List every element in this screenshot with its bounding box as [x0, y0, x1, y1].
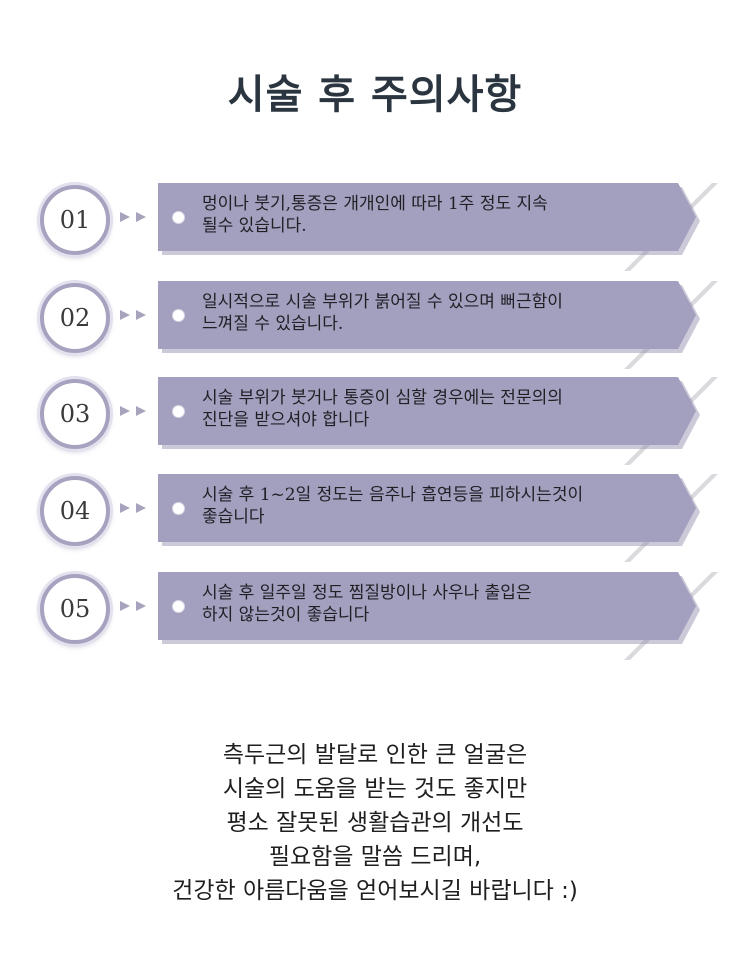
- circle-bullet-icon: [172, 211, 185, 224]
- notice-text-line-1: 시술 후 일주일 정도 찜질방이나 사우나 출입은: [202, 583, 532, 603]
- circle-bullet-icon: [172, 600, 185, 613]
- circle-bullet-icon: [172, 405, 185, 418]
- circle-bullet-icon: [172, 309, 185, 322]
- double-chevron-right-icon: [120, 212, 146, 222]
- notice-bar: 멍이나 붓기,통증은 개개인에 따라 1주 정도 지속 될수 있습니다.: [158, 183, 718, 271]
- item-number-badge: 01: [40, 185, 110, 255]
- notice-item-04: 04 시술 후 1~2일 정도는 음주나 흡연등을 피하시는것이 좋습니다: [0, 474, 750, 562]
- closing-line-2: 시술의 도움을 받는 것도 좋지만: [222, 776, 528, 802]
- notice-item-03: 03 시술 부위가 붓거나 통증이 심할 경우에는 전문의의 진단을 받으셔야 …: [0, 377, 750, 465]
- closing-line-3: 평소 잘못된 생활습관의 개선도: [226, 810, 524, 836]
- closing-line-4: 필요함을 말씀 드리며,: [268, 844, 482, 870]
- double-chevron-right-icon: [120, 503, 146, 513]
- notice-text: 시술 후 일주일 정도 찜질방이나 사우나 출입은 하지 않는것이 좋습니다: [202, 582, 682, 626]
- notice-text: 시술 부위가 붓거나 통증이 심할 경우에는 전문의의 진단을 받으셔야 합니다: [202, 387, 682, 431]
- closing-line-5: 건강한 아름다움을 얻어보시길 바랍니다 :): [172, 878, 578, 904]
- item-number-badge: 02: [40, 283, 110, 353]
- notice-text-line-2: 될수 있습니다.: [202, 216, 307, 236]
- circle-bullet-icon: [172, 502, 185, 515]
- notice-bar: 시술 부위가 붓거나 통증이 심할 경우에는 전문의의 진단을 받으셔야 합니다: [158, 377, 718, 465]
- notice-text-line-2: 하지 않는것이 좋습니다: [202, 605, 370, 625]
- notice-text-line-2: 진단을 받으셔야 합니다: [202, 410, 370, 430]
- item-number-badge: 04: [40, 476, 110, 546]
- notice-text-line-1: 멍이나 붓기,통증은 개개인에 따라 1주 정도 지속: [202, 194, 548, 214]
- page-title: 시술 후 주의사항: [227, 72, 523, 118]
- notice-text: 시술 후 1~2일 정도는 음주나 흡연등을 피하시는것이 좋습니다: [202, 484, 682, 528]
- notice-text-line-1: 시술 후 1~2일 정도는 음주나 흡연등을 피하시는것이: [202, 485, 584, 505]
- notice-item-05: 05 시술 후 일주일 정도 찜질방이나 사우나 출입은 하지 않는것이 좋습니…: [0, 572, 750, 660]
- double-chevron-right-icon: [120, 406, 146, 416]
- notice-bar: 시술 후 1~2일 정도는 음주나 흡연등을 피하시는것이 좋습니다: [158, 474, 718, 562]
- notice-item-02: 02 일시적으로 시술 부위가 붉어질 수 있으며 뻐근함이 느껴질 수 있습니…: [0, 281, 750, 369]
- notice-text-line-1: 시술 부위가 붓거나 통증이 심할 경우에는 전문의의: [202, 388, 563, 408]
- closing-message: 측두근의 발달로 인한 큰 얼굴은 시술의 도움을 받는 것도 좋지만 평소 잘…: [0, 738, 750, 908]
- closing-line-1: 측두근의 발달로 인한 큰 얼굴은: [222, 742, 528, 768]
- item-number-badge: 05: [40, 574, 110, 644]
- notice-text: 일시적으로 시술 부위가 붉어질 수 있으며 뻐근함이 느껴질 수 있습니다.: [202, 291, 682, 335]
- notice-item-01: 01 멍이나 붓기,통증은 개개인에 따라 1주 정도 지속 될수 있습니다.: [0, 183, 750, 271]
- notice-bar: 시술 후 일주일 정도 찜질방이나 사우나 출입은 하지 않는것이 좋습니다: [158, 572, 718, 660]
- notice-text-line-2: 좋습니다: [202, 507, 265, 527]
- notice-text-line-1: 일시적으로 시술 부위가 붉어질 수 있으며 뻐근함이: [202, 292, 563, 312]
- double-chevron-right-icon: [120, 310, 146, 320]
- notice-bar: 일시적으로 시술 부위가 붉어질 수 있으며 뻐근함이 느껴질 수 있습니다.: [158, 281, 718, 369]
- double-chevron-right-icon: [120, 601, 146, 611]
- item-number-badge: 03: [40, 379, 110, 449]
- notice-text: 멍이나 붓기,통증은 개개인에 따라 1주 정도 지속 될수 있습니다.: [202, 193, 682, 237]
- notice-text-line-2: 느껴질 수 있습니다.: [202, 314, 344, 334]
